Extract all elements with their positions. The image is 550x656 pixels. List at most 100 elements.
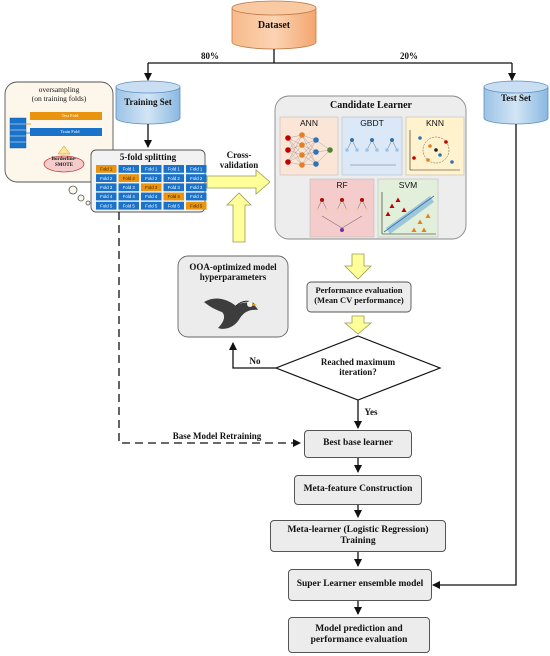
cross-validation-arrow (206, 169, 271, 195)
fold-cell-label: Fold 1 (123, 167, 136, 172)
fold-cell-label: Fold 4 (100, 194, 113, 199)
fold-cell (186, 183, 207, 192)
knn-label: KNN (426, 118, 444, 128)
knn-neighborhood (422, 136, 450, 164)
rf-node (335, 208, 339, 212)
svm-class-b-point (411, 227, 417, 232)
gbdt-node (365, 148, 369, 152)
svm-class-b-point (425, 213, 431, 218)
fold-cell (186, 165, 207, 173)
no-label: No (249, 356, 261, 366)
fold-cell (163, 165, 184, 173)
ann-neuron (299, 142, 305, 148)
ooa-up-arrow (226, 192, 252, 243)
svm-class-a-point (389, 203, 395, 208)
fold-cell-label: Fold 2 (123, 176, 136, 181)
knn-point (426, 158, 430, 162)
rf-node (365, 208, 369, 212)
split-test-percent: 20% (400, 51, 418, 61)
test-set-label: Test Set (501, 93, 531, 103)
svm-class-a-point (395, 197, 401, 202)
knn-point (450, 160, 454, 164)
rf-node (325, 208, 329, 212)
ann-neuron (299, 162, 305, 168)
rf-box (309, 178, 375, 238)
fold-cell-label: Fold 4 (168, 194, 181, 199)
fold-cell-label: Fold 4 (145, 194, 158, 199)
fold-cell (96, 174, 117, 182)
fold-cell (163, 192, 184, 201)
fold-cell-label: Fold 3 (168, 185, 181, 190)
fold-cell-label: Fold 3 (100, 185, 113, 190)
fold-cell-label: Fold 2 (190, 176, 203, 181)
knn-point (418, 136, 422, 140)
decision-label: Reached maximum iteration? (320, 357, 396, 378)
ann-neuron (285, 135, 291, 141)
oversampling-title: oversampling (on training folds) (31, 85, 87, 103)
candidate-to-perf-arrow (344, 253, 372, 280)
dataset-label: Dataset (257, 20, 291, 31)
fold-cell (118, 192, 139, 201)
cross-validation-label: Cross- validation (219, 150, 259, 171)
ann-neuron (285, 147, 291, 153)
meta-learner-box: Meta-learner (Logistic Regression) Train… (270, 520, 446, 552)
fold-cell-label: Fold 3 (145, 185, 158, 190)
svm-class-b-point (417, 219, 423, 224)
fold-cell-label: Fold 5 (100, 203, 113, 208)
gbdt-label: GBDT (360, 118, 384, 128)
gbdt-node (395, 148, 399, 152)
gbdt-node (345, 148, 349, 152)
gbdt-node (385, 148, 389, 152)
dataset-cylinder (231, 0, 317, 50)
fold-cell (96, 183, 117, 192)
gbdt-box (341, 116, 403, 176)
knn-point (412, 156, 416, 160)
super-learner-label: Super Learner ensemble model (296, 579, 424, 590)
rf-label: RF (336, 180, 348, 190)
test-set-arrow (432, 124, 517, 589)
model-illustrations (285, 130, 460, 235)
fold-cell-label: Fold 1 (168, 167, 181, 172)
svm-label: SVM (398, 180, 418, 190)
candidate-learner-title: Candidate Learner (330, 100, 412, 111)
base-retraining-path (118, 212, 301, 447)
fold-cell-label: Fold 2 (168, 176, 181, 181)
fold-cell (118, 201, 139, 210)
fold-cell (118, 174, 139, 182)
ann-box (279, 116, 339, 176)
ooa-box (177, 255, 289, 338)
knn-box (405, 116, 465, 176)
fold-cell-label: Fold 4 (123, 194, 136, 199)
fold-cell-label: Fold 3 (190, 185, 203, 190)
rf-vote-node (340, 228, 344, 232)
eagle-icon (204, 298, 258, 329)
ann-neuron (299, 132, 305, 138)
perf-eval-box (306, 281, 412, 313)
svm-margin (386, 196, 434, 234)
meta-feature-label: Meta-feature Construction (303, 484, 413, 495)
fold-cell-label: Fold 2 (145, 176, 158, 181)
fold-cell (141, 192, 162, 201)
yes-label: Yes (364, 407, 378, 417)
perf-eval-label: Performance evaluation (Mean CV performa… (314, 285, 404, 305)
fold-grid: Fold 1 Fold 2 Fold 3 Fold 4 Fold 5 Fold 1 Fold… (96, 165, 207, 210)
fold-cell (96, 192, 117, 201)
ann-neuron (285, 159, 291, 165)
fold-cell-label: Fold 5 (145, 203, 158, 208)
knn-point (434, 148, 438, 152)
ooa-label: OOA-optimized model hyperparameters (189, 262, 277, 283)
train-fold-label: Train Fold (60, 129, 80, 134)
fold-cell-label: Fold 4 (190, 194, 203, 199)
smote-label: Borderline- SMOTE (51, 157, 77, 168)
dataset-split-connector (144, 49, 516, 81)
fold-cell (141, 174, 162, 182)
training-set-label: Training Set (124, 97, 172, 107)
ann-neuron (299, 152, 305, 158)
fold-cell (186, 201, 207, 210)
ann-label: ANN (300, 118, 318, 128)
fold-cell-label: Fold 5 (190, 203, 203, 208)
meta-feature-box: Meta-feature Construction (294, 475, 422, 505)
fold-cell (163, 201, 184, 210)
fold-cell (186, 192, 207, 201)
fold-cell (141, 183, 162, 192)
